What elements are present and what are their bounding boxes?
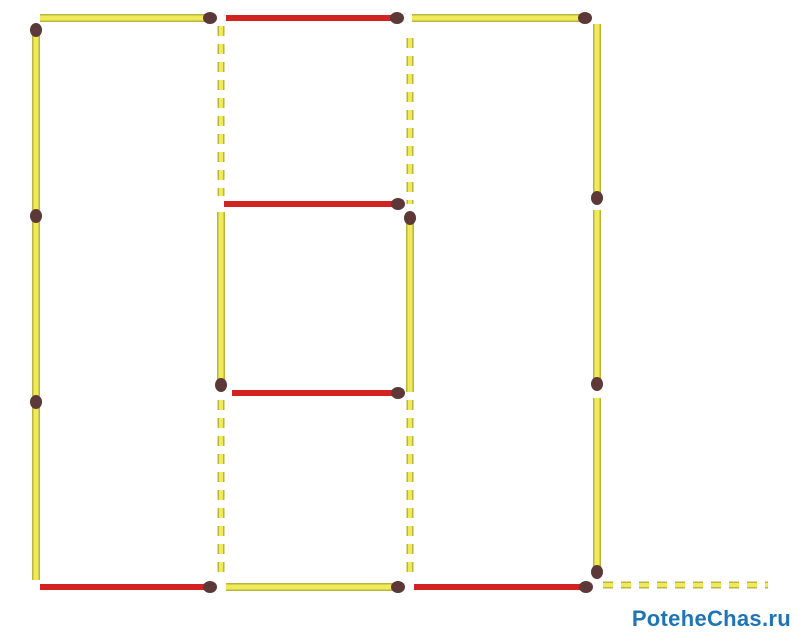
matchstick-right-lower <box>591 398 603 579</box>
match-head <box>215 378 227 392</box>
matchstick-bottom-left <box>40 581 217 593</box>
match-head <box>391 581 405 593</box>
match-head <box>203 12 217 24</box>
matchstick-left-lower <box>30 395 42 580</box>
matchstick-left-middle <box>30 209 42 396</box>
matchstick-bottom-right <box>414 581 593 593</box>
matchstick-top-left <box>40 12 217 24</box>
matchstick-top-middle <box>226 12 404 24</box>
match-head <box>30 209 42 223</box>
matchstick-inner-right <box>404 211 416 392</box>
match-head <box>578 12 592 24</box>
matchstick-inner-bottom <box>232 387 405 399</box>
match-head <box>390 12 404 24</box>
match-head <box>203 581 217 593</box>
match-head <box>391 198 405 210</box>
matchstick-left-upper <box>30 23 42 210</box>
match-head <box>579 581 593 593</box>
match-head <box>591 191 603 205</box>
match-head <box>591 377 603 391</box>
matchstick-right-middle <box>591 210 603 391</box>
matchstick-inner-left <box>215 212 227 392</box>
match-head <box>591 565 603 579</box>
matchstick-bottom-middle <box>226 581 405 593</box>
matchstick-top-right <box>412 12 592 24</box>
matchstick-inner-top <box>224 198 405 210</box>
match-head <box>30 395 42 409</box>
match-head <box>404 211 416 225</box>
matchstick-right-upper <box>591 24 603 205</box>
site-watermark: PoteheChas.ru <box>632 606 791 632</box>
match-head <box>30 23 42 37</box>
match-head <box>391 387 405 399</box>
